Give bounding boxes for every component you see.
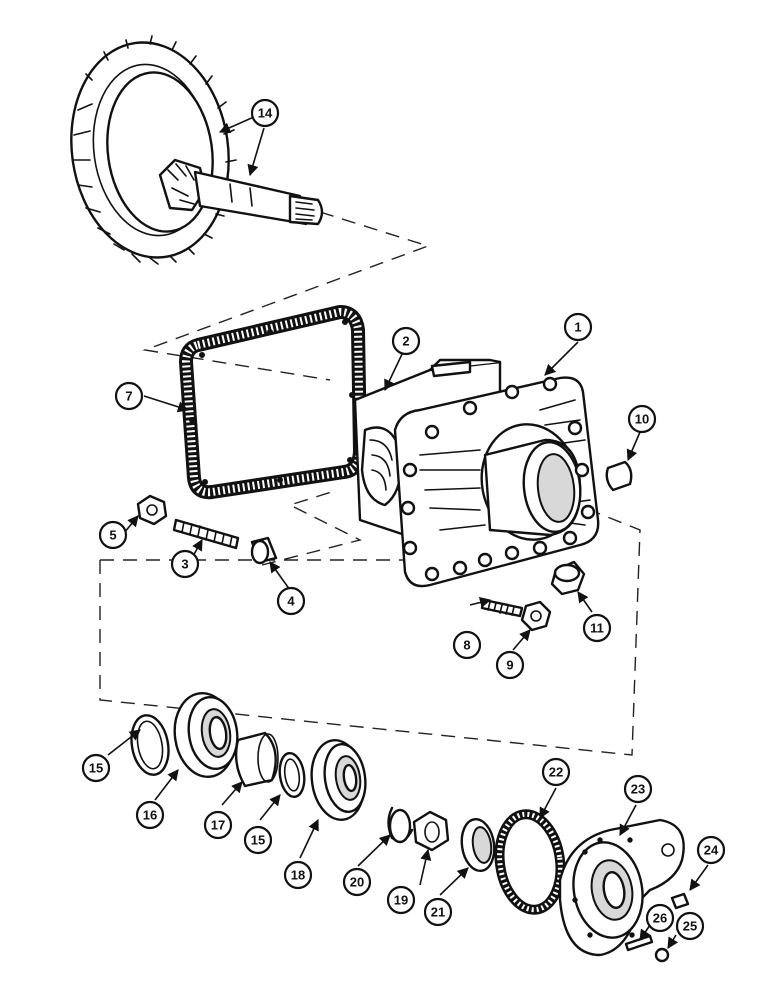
svg-text:17: 17 [211, 818, 225, 833]
callout-5: 5 [98, 520, 128, 550]
callout-4: 4 [276, 586, 306, 616]
callout-18: 18 [283, 860, 313, 890]
callout-20: 20 [342, 867, 372, 897]
pin [670, 892, 690, 910]
assembly-guide-lines [99, 211, 641, 756]
cover-gasket [179, 305, 367, 500]
svg-text:10: 10 [635, 412, 649, 427]
callout-14: 14 [250, 98, 280, 128]
callout-19: 19 [386, 885, 416, 915]
svg-text:15: 15 [89, 761, 103, 776]
callout-21: 21 [423, 897, 453, 927]
svg-text:18: 18 [291, 868, 305, 883]
long-stud [172, 518, 240, 550]
svg-text:24: 24 [704, 843, 719, 858]
svg-text:15: 15 [251, 833, 265, 848]
svg-text:19: 19 [394, 893, 408, 908]
svg-text:23: 23 [631, 782, 645, 797]
svg-text:4: 4 [287, 594, 295, 609]
svg-text:14: 14 [258, 106, 273, 121]
sleeve [250, 536, 278, 565]
svg-text:25: 25 [683, 919, 697, 934]
bearing-flange [558, 818, 685, 957]
svg-text:22: 22 [549, 765, 563, 780]
svg-text:21: 21 [431, 905, 445, 920]
plug [550, 560, 586, 596]
svg-text:8: 8 [463, 638, 470, 653]
callout-8: 8 [452, 630, 482, 660]
nut [520, 600, 552, 632]
crown-wheel-and-pinion [70, 35, 324, 265]
callout-2: 2 [391, 326, 421, 356]
nut-left [136, 494, 168, 526]
svg-text:5: 5 [109, 528, 116, 543]
grease-nipple-and-bolt [624, 934, 670, 963]
svg-text:1: 1 [574, 320, 581, 335]
dowel-pin [605, 460, 633, 492]
callout-10: 10 [627, 404, 657, 434]
callout-22: 22 [541, 757, 571, 787]
callout-15-upper: 15 [81, 753, 111, 783]
differential-housing [353, 358, 600, 588]
callout-1: 1 [563, 312, 593, 342]
svg-text:2: 2 [402, 334, 409, 349]
callout-17: 17 [203, 810, 233, 840]
svg-text:11: 11 [590, 621, 604, 636]
callout-3: 3 [170, 549, 200, 579]
callout-16: 16 [135, 800, 165, 830]
callout-25: 25 [675, 911, 705, 941]
callout-23: 23 [623, 774, 653, 804]
callout-leaders [107, 115, 709, 949]
callout-26: 26 [645, 903, 675, 933]
svg-text:16: 16 [143, 808, 157, 823]
callout-15-lower: 15 [243, 825, 273, 855]
callout-24: 24 [696, 835, 726, 865]
svg-text:26: 26 [653, 911, 667, 926]
svg-text:9: 9 [506, 658, 513, 673]
callout-9: 9 [495, 650, 525, 680]
svg-text:7: 7 [125, 389, 132, 404]
svg-text:3: 3 [181, 557, 188, 572]
callout-7: 7 [114, 381, 144, 411]
callout-11: 11 [582, 613, 612, 643]
svg-text:20: 20 [350, 875, 364, 890]
